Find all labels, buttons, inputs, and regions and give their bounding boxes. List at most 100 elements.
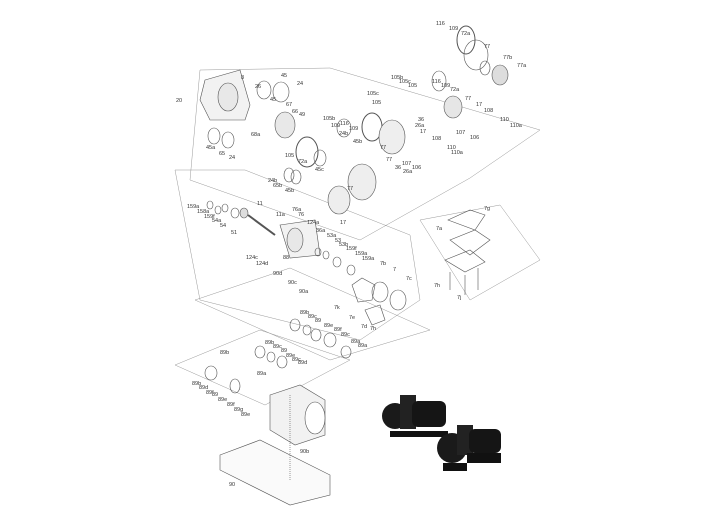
part-label: 124d (256, 261, 269, 267)
part-label: 77 (386, 157, 393, 163)
part-label: 90d (273, 271, 283, 277)
part-label: 17 (476, 102, 483, 108)
part-label: 77a (517, 63, 527, 69)
part-label: 54a (212, 218, 222, 224)
part-label: 7e (349, 315, 356, 321)
part-label: 90a (299, 289, 309, 295)
part-label: 89c (273, 344, 282, 350)
part-label: 124c (246, 255, 258, 261)
part-label: 159f (204, 214, 215, 220)
part-label: 159a (187, 204, 200, 210)
part-label: 51 (231, 230, 238, 236)
part-label: 110 (447, 145, 456, 151)
part-label: 45 (281, 73, 288, 79)
part-label: 105b (391, 75, 404, 81)
part-label: 65 (219, 151, 226, 157)
part-label: 24b (268, 178, 278, 184)
part-label: 89 (212, 392, 219, 398)
part-label: 89f (334, 327, 342, 333)
part-label: 108 (432, 136, 442, 142)
part-label: 89c (292, 357, 301, 363)
part-label: 116 (340, 121, 349, 127)
part-label: 7h (370, 326, 377, 332)
part-label: 90c (288, 280, 297, 286)
part-label: 88 (283, 255, 290, 261)
pump-photo-1 (382, 395, 450, 441)
part-label: 158a (197, 209, 210, 215)
part-label: 26a (403, 169, 413, 175)
part-label: 110a (510, 123, 522, 129)
part-label: 7g (484, 206, 491, 212)
part-label: 11 (257, 201, 263, 207)
part-label: 36 (418, 117, 425, 123)
part-label: 45a (206, 145, 216, 151)
part-label: 76a (292, 207, 302, 213)
part-label: 105c (367, 91, 379, 97)
part-label: 105 (285, 153, 295, 159)
part-label: 105 (372, 100, 382, 106)
part-label: 7d (361, 324, 368, 330)
part-label: 89b (300, 310, 310, 316)
part-label: 124a (307, 220, 320, 226)
part-label: 105 (408, 83, 418, 89)
part-label: 89f (206, 390, 214, 396)
part-label: 7c (406, 276, 412, 282)
part-label: 17 (420, 129, 427, 135)
part-label: 45 (270, 97, 277, 103)
part-label: 72a (461, 31, 471, 37)
part-label: 89c (308, 314, 317, 320)
part-label: 89a (358, 343, 368, 349)
o-ring (463, 39, 489, 71)
part-label: 106 (412, 165, 422, 171)
part-label: 68a (251, 132, 261, 138)
part-label: 109 (349, 126, 359, 132)
part-label: 53a (327, 233, 337, 239)
part-label: 105b (323, 116, 336, 122)
part-label: 72a (450, 87, 460, 93)
part-label: 20 (176, 98, 183, 104)
part-label: 65b (273, 183, 283, 189)
part-label: 7 (393, 267, 397, 273)
part-label: 53 (335, 238, 342, 244)
part-label: 89e (324, 323, 334, 329)
part-label: 77 (347, 186, 354, 192)
part-label: 105c (399, 79, 411, 85)
part-label: 24 (229, 155, 236, 161)
part-label: 77 (465, 96, 472, 102)
part-label: 89 (315, 318, 322, 324)
part-label: 89c (341, 332, 350, 338)
part-label: 7h (434, 283, 441, 289)
part-label: 109 (331, 123, 341, 129)
part-label: 45b (353, 139, 363, 145)
part-label: 7k (334, 305, 340, 311)
part-label: 89a (351, 339, 361, 345)
part-label: 45b (285, 188, 295, 194)
part-label: 110a (451, 150, 463, 156)
part-label: 108 (484, 108, 494, 114)
part-label: 7b (380, 261, 387, 267)
part-label: 72a (298, 159, 308, 165)
part-label: 159a (355, 251, 368, 257)
part-label: 8 (241, 75, 245, 81)
part-label: 89d (199, 385, 209, 391)
part-label: 89g (234, 407, 244, 413)
part-label: 11a (276, 212, 285, 218)
part-label: 107 (402, 161, 412, 167)
part-label: 159f (346, 246, 357, 252)
part-label: 89e (218, 397, 228, 403)
part-label: 90 (229, 482, 236, 488)
part-label: 66 (292, 109, 299, 115)
pump-photo-2 (437, 423, 503, 475)
part-label: 26 (255, 84, 262, 90)
part-label: 45c (315, 167, 324, 173)
part-label: 36a (316, 228, 326, 234)
part-label: 89f (227, 402, 235, 408)
part-label: 24 (297, 81, 304, 87)
part-label: 89e (241, 412, 251, 418)
part-label: 89e (286, 353, 296, 359)
part-label: 107 (456, 130, 466, 136)
part-label: 7a (436, 226, 443, 232)
part-label: 77 (484, 44, 491, 50)
